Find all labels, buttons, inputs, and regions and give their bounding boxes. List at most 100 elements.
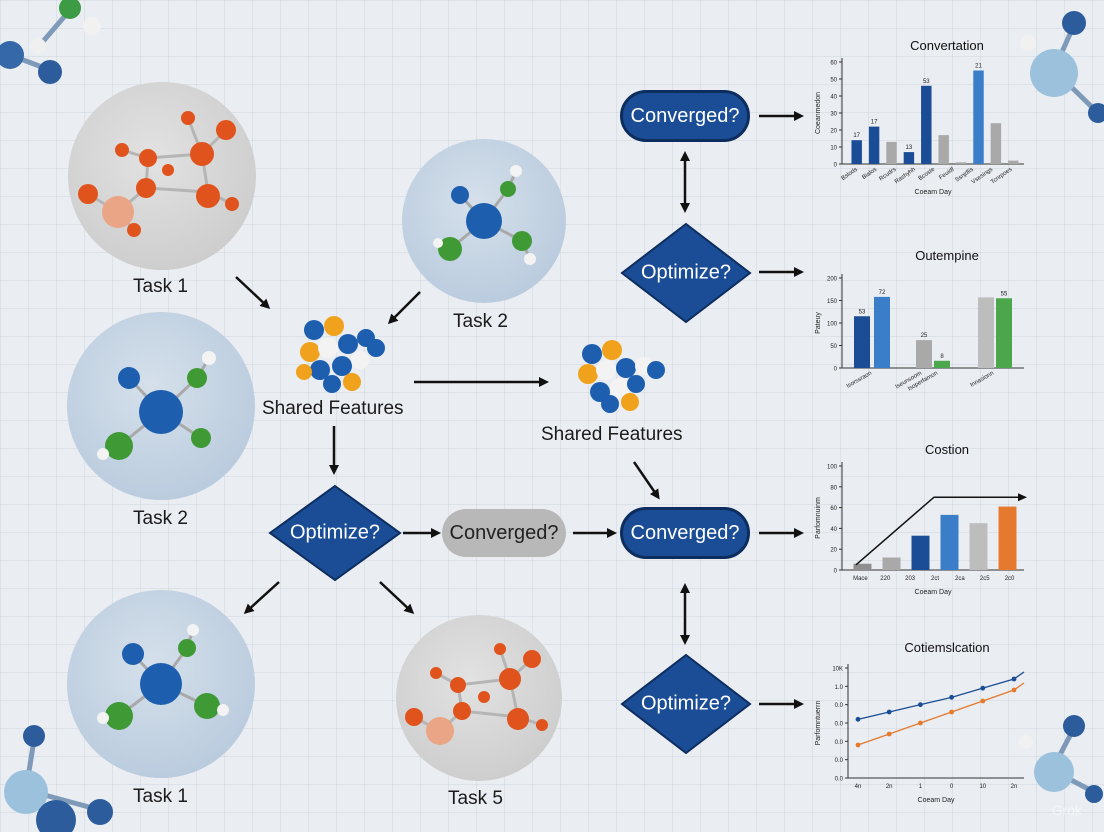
optimize-center-label: Optimize? — [289, 521, 381, 544]
y-tick-label: 100 — [827, 322, 838, 328]
shared-features-cluster-icon — [578, 340, 665, 413]
bar-value-label: 53 — [923, 79, 930, 85]
y-tick-label: 50 — [830, 78, 837, 84]
task1-bottom-circle — [67, 590, 255, 778]
bar-value-label: 55 — [1001, 291, 1008, 297]
x-axis-label: Coeam Day — [915, 589, 952, 596]
y-tick-label: 0 — [834, 367, 838, 373]
optimize-top-diamond[interactable]: Optimize? — [620, 222, 752, 324]
optimize-center-diamond[interactable]: Optimize? — [268, 484, 402, 582]
x-tick-label: Bcoste — [918, 166, 937, 182]
shared-features-left-label: Shared Features — [262, 398, 404, 419]
converged-top-node[interactable]: Converged? — [620, 90, 750, 142]
series-point — [855, 742, 861, 748]
converged-mid-node[interactable]: Converged? — [620, 507, 750, 559]
corner-molecule-icon — [0, 0, 101, 84]
chart-title: Cotiemslcation — [904, 640, 990, 655]
y-tick-label: 0.0 — [835, 758, 844, 764]
chart-title: Convertation — [910, 38, 984, 53]
task2-right-label: Task 2 — [453, 311, 508, 332]
bar — [940, 514, 959, 570]
x-axis-label: Coeam Day — [918, 797, 955, 804]
blue-molecule-icon — [97, 351, 216, 460]
task1-top-label: Task 1 — [133, 276, 188, 297]
optimize-bottom-diamond[interactable]: Optimize? — [620, 653, 752, 755]
watermark-label: Grok — [1051, 802, 1082, 818]
x-tick-label: 2c0 — [1005, 576, 1015, 582]
x-axis-label: Coeam Day — [915, 189, 952, 196]
bar — [938, 135, 949, 164]
corner-molecule-icon — [4, 725, 113, 832]
x-tick-label: 2ca — [955, 576, 965, 582]
bar — [998, 506, 1017, 570]
x-tick-label: Mace — [853, 576, 868, 582]
series-point — [918, 702, 923, 708]
task5-label: Task 5 — [448, 788, 503, 809]
x-tick-label: Tcnrpoes — [990, 167, 1013, 186]
series-point — [886, 731, 892, 737]
optimize-top-label: Optimize? — [640, 261, 732, 284]
shared-features-cluster-icon — [296, 316, 385, 393]
bar — [853, 563, 872, 570]
bar — [921, 85, 932, 164]
bar — [978, 297, 994, 368]
bar — [886, 141, 897, 164]
x-tick-label: 2n — [886, 784, 893, 790]
y-tick-label: 200 — [827, 277, 838, 283]
y-axis-label: Coeanmedon — [815, 92, 822, 134]
x-tick-label: Isorssraon — [846, 371, 873, 390]
y-tick-label: 0.0 — [835, 777, 844, 783]
series-point — [980, 698, 986, 704]
bar — [882, 557, 901, 570]
bar — [903, 152, 915, 164]
y-tick-label: 20 — [830, 548, 837, 554]
y-tick-label: 80 — [830, 485, 837, 491]
x-tick-label: 0 — [950, 784, 954, 790]
y-tick-label: 40 — [830, 95, 837, 101]
shared-features-right-label: Shared Features — [541, 424, 683, 445]
x-tick-label: 2n — [1011, 784, 1018, 790]
x-tick-label: Bslods — [841, 167, 859, 182]
bar-value-label: 25 — [921, 333, 928, 339]
optimize-bottom-label: Optimize? — [640, 692, 732, 715]
bar — [868, 126, 880, 164]
y-axis-label: Parfomntuerrn — [815, 701, 822, 746]
bar-value-label: 13 — [906, 145, 913, 151]
bar — [969, 523, 988, 570]
orange-molecule-icon — [78, 111, 239, 237]
y-tick-label: 0.0 — [835, 703, 844, 709]
task2-left-circle — [67, 312, 255, 500]
y-tick-label: 60 — [830, 506, 837, 512]
y-tick-label: 50 — [830, 344, 837, 350]
y-tick-label: 40 — [830, 527, 837, 533]
series-point — [949, 694, 954, 700]
series-point — [980, 685, 986, 691]
x-tick-label: Rashyhh — [894, 167, 917, 186]
x-tick-label: Innasionn — [969, 371, 995, 389]
bar — [973, 70, 984, 164]
corner-molecule-icon — [1020, 11, 1104, 123]
bar-value-label: 72 — [879, 290, 886, 296]
bar-value-label: 53 — [859, 309, 866, 315]
y-tick-label: 100 — [827, 465, 838, 471]
y-tick-label: 150 — [827, 299, 838, 305]
blue-molecule-icon — [97, 624, 229, 730]
bar-value-label: 8 — [940, 354, 944, 360]
series-point — [855, 716, 861, 722]
x-tick-label: Bialos — [861, 167, 878, 181]
converged-gray-node[interactable]: Converged? — [442, 509, 566, 557]
bar — [851, 140, 862, 164]
x-tick-label: 2ct — [931, 576, 939, 582]
y-tick-label: 20 — [830, 129, 837, 135]
bar — [955, 162, 967, 164]
task1-bottom-label: Task 1 — [133, 786, 188, 807]
y-tick-label: 10K — [832, 667, 843, 673]
x-tick-label: 1 — [919, 784, 923, 790]
bar-value-label: 17 — [871, 120, 878, 126]
task2-right-circle — [402, 139, 566, 303]
y-tick-label: 0.0 — [835, 740, 844, 746]
series-point — [1011, 687, 1017, 693]
y-tick-label: 10 — [830, 146, 837, 152]
